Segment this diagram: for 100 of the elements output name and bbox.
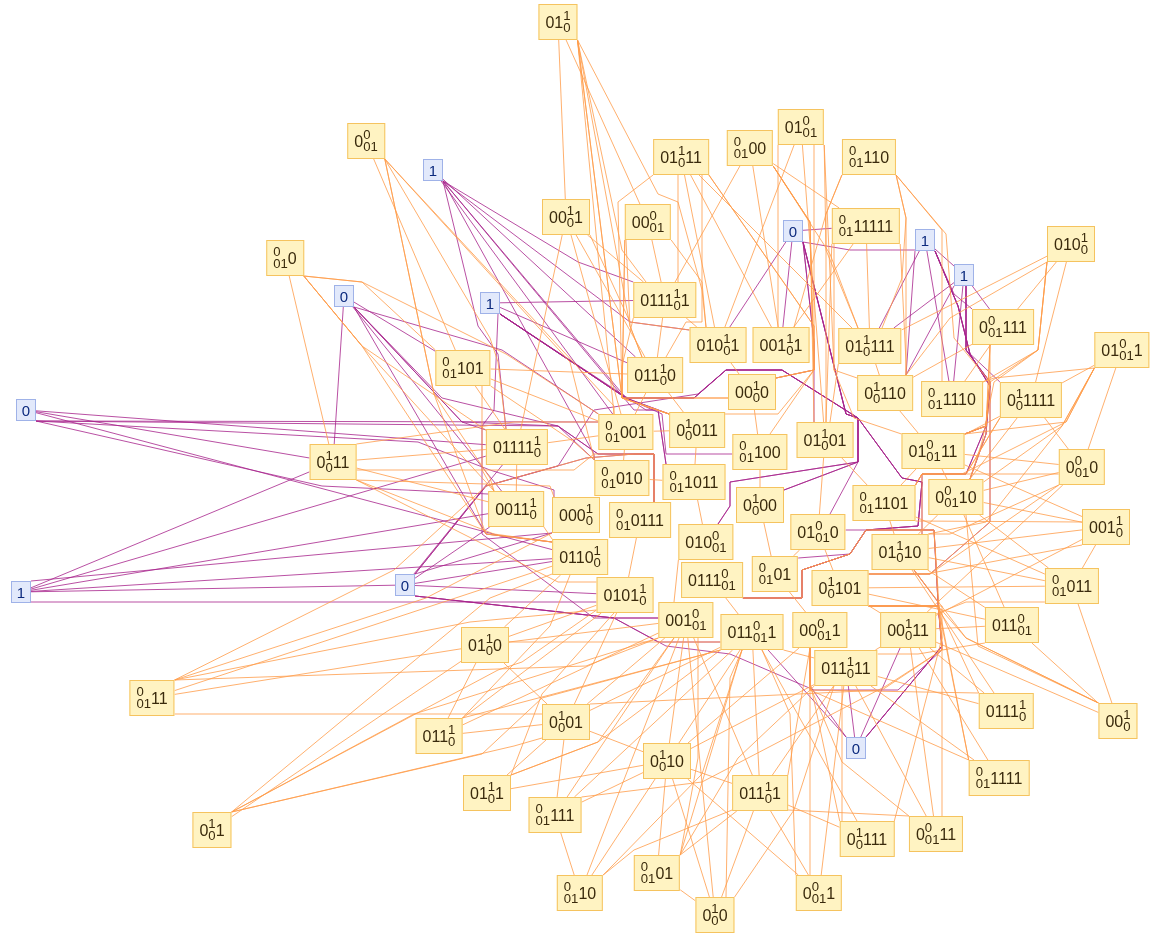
connector-line: [589, 646, 721, 711]
node-label: 0$^{1}$$_{0}$00: [743, 492, 777, 518]
connector-line: [971, 285, 990, 310]
connector-line: [30, 532, 553, 582]
connector-line: [874, 646, 881, 651]
connector-line: [231, 573, 553, 813]
connector-line: [672, 778, 710, 898]
connector-line: [565, 39, 641, 205]
state-node: [347, 123, 385, 159]
state-node: [751, 556, 799, 592]
connector-line: [913, 569, 970, 761]
node-label: 0$^{1}$$_{0}$101: [818, 575, 862, 601]
node-label: 00$^{1}$$_{0}$1: [549, 204, 583, 230]
connector-line: [767, 649, 847, 738]
connector-line: [964, 464, 1083, 517]
state-node: [792, 612, 848, 648]
state-node: [662, 464, 726, 500]
connector-line: [490, 378, 599, 422]
connector-line: [870, 685, 975, 761]
state-node: [720, 614, 784, 650]
state-node: [838, 328, 902, 364]
connector-line: [900, 468, 917, 486]
connector-line: [934, 250, 973, 310]
node-label: 0$^{1}$$_{0}$1: [199, 817, 225, 843]
node-label: 0$^{1}$$_{0}$10: [650, 748, 684, 774]
connector-line: [964, 415, 1001, 436]
node-label: 01$^{1}$$_{0}$11: [660, 144, 702, 170]
connector-line: [926, 250, 950, 382]
connector-line: [586, 637, 666, 705]
connector-line: [917, 514, 939, 535]
connector-line: [440, 180, 614, 415]
connector-line: [621, 317, 670, 415]
node-label: 011$^{1}$$_{0}$1: [739, 780, 781, 806]
connector-line: [566, 637, 675, 798]
state-node: [627, 357, 683, 393]
connector-line: [589, 730, 644, 753]
state-node: [908, 816, 964, 852]
state-node: [921, 381, 983, 417]
connector-line: [684, 174, 715, 328]
connector-line: [589, 234, 690, 331]
state-node: [1058, 449, 1106, 485]
connector-line: [915, 520, 1083, 523]
connector-line: [174, 713, 543, 715]
connector-line: [174, 565, 553, 692]
connector-line: [789, 591, 806, 613]
connector-line: [927, 557, 1046, 582]
bit-tile: [334, 285, 354, 307]
connector-line: [508, 641, 721, 643]
connector-line: [730, 362, 740, 375]
node-label: 0$^{1}$$_{0}$1111: [1006, 387, 1056, 413]
node-label: 01$^{1}$$_{0}$1: [470, 780, 504, 806]
connector-line: [905, 261, 1048, 376]
state-node: [814, 650, 878, 686]
node-label: 0$^{0}$$_{01}$111: [979, 314, 1027, 340]
connector-line: [499, 313, 733, 455]
connector-line: [910, 647, 934, 817]
connector-line: [573, 612, 618, 705]
connector-line: [753, 409, 759, 435]
connector-line: [690, 768, 733, 784]
connector-line: [801, 144, 825, 423]
connector-line: [665, 174, 703, 358]
node-label: 0111$^{1}$$_{0}$1: [640, 287, 690, 313]
connector-line: [653, 430, 670, 432]
connector-line: [721, 810, 754, 898]
state-node: [192, 812, 232, 848]
connector-line: [983, 472, 1060, 491]
connector-line: [866, 243, 870, 329]
connector-line: [694, 447, 697, 465]
connector-line: [447, 662, 477, 719]
bit-tile: [16, 399, 36, 421]
state-node: [871, 534, 929, 570]
connector-line: [668, 637, 685, 744]
connector-line: [510, 649, 721, 776]
state-node: [624, 204, 672, 240]
node-label: 0: [21, 401, 31, 421]
connector-line: [461, 612, 602, 719]
node-label: 01$^{1}$$_{0}$111: [845, 333, 895, 359]
connector-line: [581, 772, 644, 803]
connector-line: [30, 584, 396, 593]
node-label: 01$^{0}$$_{01}$0: [797, 519, 839, 545]
connector-line: [30, 455, 487, 590]
connector-line: [893, 282, 955, 329]
connector-line: [353, 301, 436, 352]
connector-line: [809, 647, 811, 876]
bit-tile: [395, 574, 415, 596]
connector-line: [174, 648, 462, 695]
connector-line: [231, 737, 543, 813]
connector-line: [889, 520, 895, 535]
connector-line: [929, 647, 985, 694]
connector-line: [474, 385, 506, 430]
connector-line: [174, 532, 553, 681]
connector-line: [941, 468, 948, 480]
connector-line: [729, 241, 787, 328]
connector-line: [547, 435, 599, 444]
connector-line: [820, 685, 845, 876]
connector-line: [573, 649, 734, 798]
node-label: 011$^{1}$$_{0}$11: [821, 655, 871, 681]
connector-line: [1017, 261, 1057, 310]
node-label: 0$^{1}$$_{0}$110: [864, 380, 906, 406]
connector-line: [461, 724, 543, 734]
